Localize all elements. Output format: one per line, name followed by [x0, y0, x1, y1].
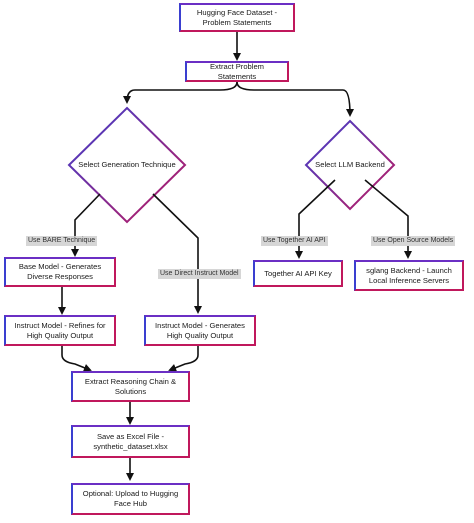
node-together-key: Together AI API Key: [253, 260, 343, 287]
edge-extract-to-gen: [123, 81, 238, 104]
node-dataset: Hugging Face Dataset - Problem Statement…: [179, 3, 295, 32]
node-upload: Optional: Upload to Hugging Face Hub: [71, 483, 190, 515]
node-reasoning: Extract Reasoning Chain & Solutions: [71, 371, 190, 402]
edge-refine-to-reasoning: [61, 346, 92, 372]
edge-label-bare: Use BARE Technique: [26, 236, 98, 247]
edge-label-direct: Use Direct Instruct Model: [158, 269, 241, 280]
edge-direct-to-reasoning: [168, 346, 199, 372]
node-excel: Save as Excel File - synthetic_dataset.x…: [71, 425, 190, 458]
node-instruct-refine: Instruct Model - Refines for High Qualit…: [4, 315, 116, 346]
node-sglang: sglang Backend - Launch Local Inference …: [354, 260, 464, 291]
node-gen-technique: Select Generation Technique: [78, 160, 176, 170]
node-llm-backend: Select LLM Backend: [315, 160, 385, 170]
edge-label-together: Use Together AI API: [261, 236, 328, 247]
edge-label-open-source: Use Open Source Models: [371, 236, 456, 247]
node-extract: Extract Problem Statements: [185, 61, 289, 82]
edge-extract-to-llm: [236, 81, 354, 117]
node-base-model: Base Model - Generates Diverse Responses: [4, 257, 116, 287]
node-instruct-direct: Instruct Model - Generates High Quality …: [144, 315, 256, 346]
diamond-generation-technique: [67, 106, 187, 224]
edge-gen-to-direct: [152, 193, 202, 314]
